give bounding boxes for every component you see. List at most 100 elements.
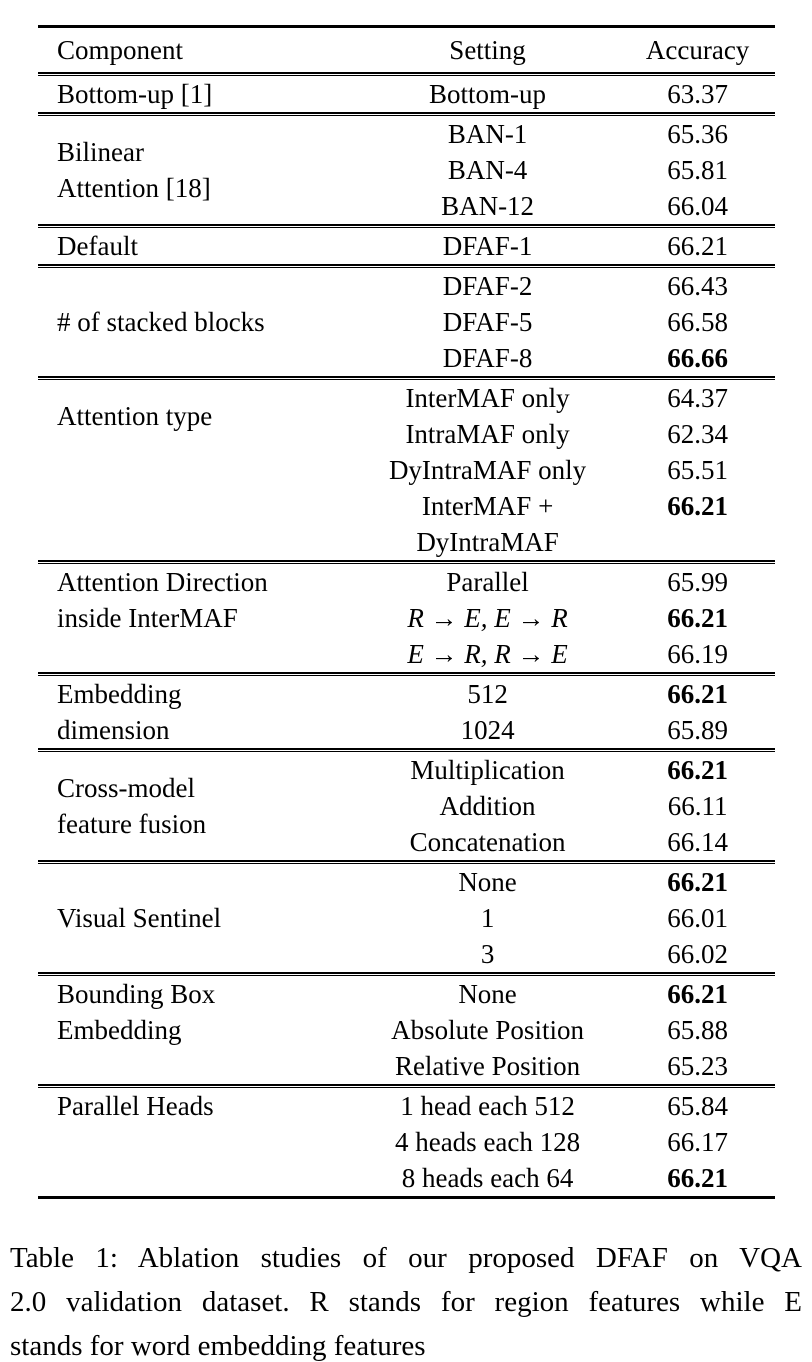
setting-value: Addition [439, 791, 536, 821]
accuracy-value: 62.34 [667, 419, 728, 449]
component-cell: Attention type [38, 380, 355, 560]
component-cell: Embedding dimension [38, 676, 355, 748]
section-divider [38, 112, 775, 116]
setting-value: BAN-1 [447, 119, 528, 149]
component-cell: # of stacked blocks [38, 268, 355, 376]
component-line: Parallel Heads [57, 1091, 214, 1121]
setting-value: Absolute Position [391, 1015, 584, 1045]
setting-value: Concatenation [409, 827, 566, 857]
component-line: Bilinear [57, 137, 144, 167]
setting-cell: Bottom-up [355, 76, 620, 112]
accuracy-value: 66.01 [667, 903, 728, 933]
section-divider [38, 1084, 775, 1088]
setting-value: R → E, E → R [407, 603, 568, 633]
accuracy-value: 66.04 [667, 191, 728, 221]
setting-value: DFAF-8 [442, 343, 533, 373]
component-line: Attention [18] [57, 173, 211, 203]
setting-value: BAN-12 [441, 191, 535, 221]
component-cell: Parallel Heads [38, 1088, 355, 1196]
accuracy-cell: 65.84 66.17 66.21 [620, 1088, 775, 1196]
section-divider [38, 264, 775, 268]
setting-value: InterMAF + [421, 491, 554, 521]
column-header-component: Component [57, 34, 183, 65]
component-line: Embedding [57, 679, 182, 709]
component-cell: Default [38, 228, 355, 264]
setting-value: 1 head each 512 [400, 1091, 575, 1121]
component-line: Default [57, 231, 138, 261]
setting-value: Relative Position [394, 1051, 581, 1081]
setting-value: DFAF-5 [442, 307, 533, 337]
accuracy-value: 65.23 [667, 1051, 728, 1081]
setting-cell: Parallel R → E, E → R E → R, R → E [355, 564, 620, 672]
setting-value: 1 [480, 903, 495, 933]
table-bottom-rule [38, 1196, 775, 1199]
accuracy-value: 66.19 [667, 639, 728, 669]
component-line: dimension [57, 715, 170, 745]
accuracy-value: 65.51 [667, 455, 728, 485]
setting-value: IntraMAF only [405, 419, 570, 449]
setting-value: E → R, R → E [407, 639, 568, 669]
section-divider [38, 860, 775, 864]
table-section: Default DFAF-1 66.21 [38, 228, 775, 264]
setting-value: 8 heads each 64 [401, 1163, 574, 1193]
component-cell: Bottom-up [1] [38, 76, 355, 112]
accuracy-value: 66.21 [667, 979, 728, 1009]
setting-value: Parallel [446, 567, 529, 597]
setting-value: 512 [467, 679, 508, 709]
accuracy-value: 65.84 [667, 1091, 728, 1121]
setting-value: None [458, 979, 517, 1009]
accuracy-value: 66.21 [667, 1163, 728, 1193]
component-cell: Visual Sentinel [38, 864, 355, 972]
component-line: Attention type [57, 401, 213, 431]
accuracy-value: 66.21 [667, 231, 728, 261]
component-line: feature fusion [57, 809, 207, 839]
accuracy-value: 65.36 [667, 119, 728, 149]
table-header-row: Component Setting Accuracy [38, 28, 775, 72]
accuracy-cell: 63.37 [620, 76, 775, 112]
accuracy-value: 66.02 [667, 939, 728, 969]
component-line: Cross-model [57, 773, 195, 803]
accuracy-cell: 66.21 [620, 228, 775, 264]
caption-line: stands for word embedding features [10, 1330, 426, 1362]
accuracy-value: 65.89 [667, 715, 728, 745]
accuracy-value: 65.99 [667, 567, 728, 597]
column-header-accuracy: Accuracy [645, 34, 750, 65]
table-top-rule [38, 25, 775, 28]
setting-cell: DFAF-1 [355, 228, 620, 264]
section-divider [38, 72, 775, 76]
component-cell: Cross-model feature fusion [38, 752, 355, 860]
ablation-table: Component Setting Accuracy Bottom-up [1]… [38, 25, 775, 1199]
section-divider [38, 224, 775, 228]
component-line: Bottom-up [1] [57, 79, 213, 109]
section-divider [38, 560, 775, 564]
accuracy-value: 66.58 [667, 307, 728, 337]
setting-value: DyIntraMAF [416, 527, 559, 557]
accuracy-value: 63.37 [667, 79, 728, 109]
accuracy-value [620, 524, 775, 560]
component-line: Attention Direction [57, 567, 268, 597]
setting-value: None [458, 867, 517, 897]
table-caption: Table 1: Ablation studies of our propose… [10, 1236, 802, 1362]
accuracy-value: 66.17 [667, 1127, 728, 1157]
table-section: Bottom-up [1] Bottom-up 63.37 [38, 76, 775, 112]
